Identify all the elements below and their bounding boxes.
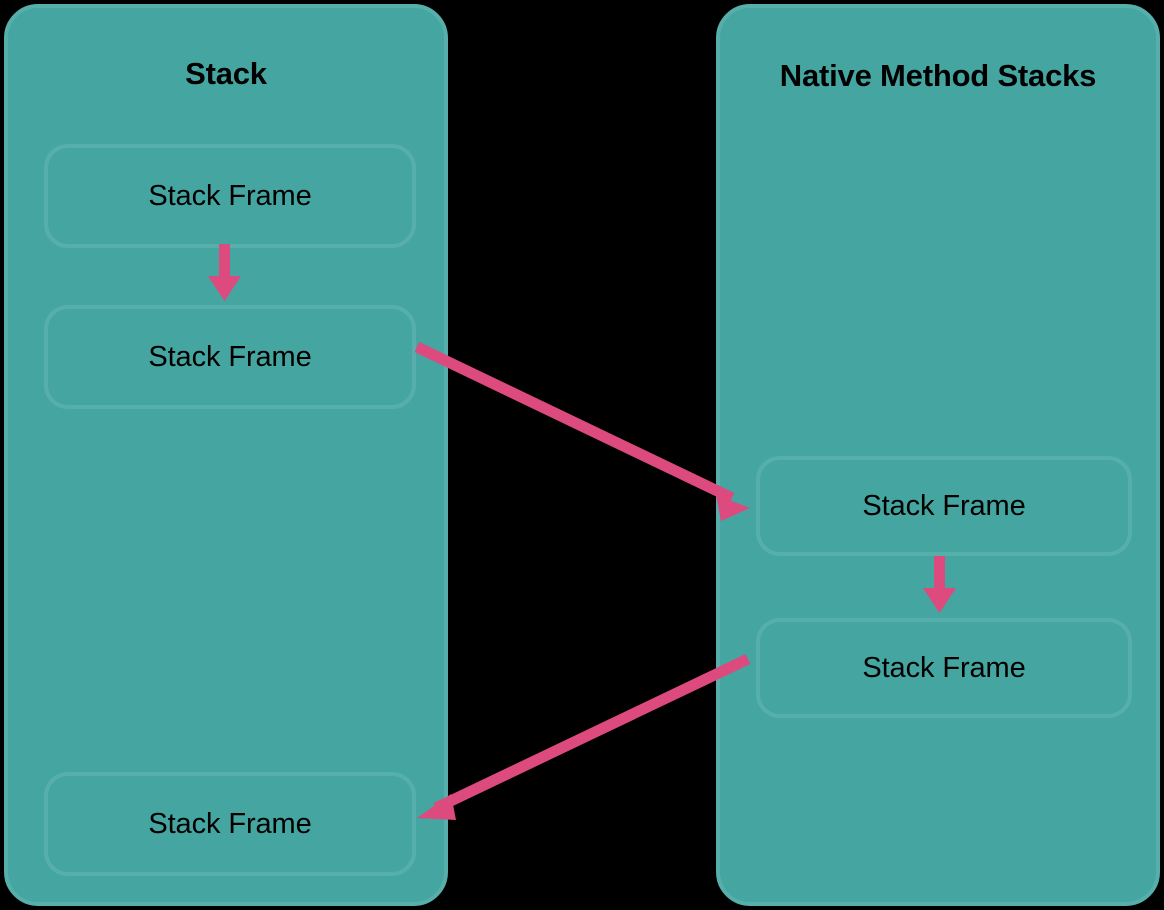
panel-stack-title: Stack [185,56,267,91]
panel-stack: Stack Stack Frame Stack Frame Stack Fram… [4,4,448,906]
stack-frame-3-label: Stack Frame [148,807,312,840]
arrow-native-frame-2-to-stack-frame-3 [417,654,751,820]
panel-native-method-stacks-title: Native Method Stacks [779,58,1097,93]
stack-frame-3[interactable]: Stack Frame [44,772,416,876]
stack-frame-1-label: Stack Frame [148,179,312,212]
stack-frame-2-label: Stack Frame [148,340,312,373]
native-stack-frame-1-label: Stack Frame [862,489,1026,522]
arrow-stack-frame-2-to-native-frame-1 [414,342,750,521]
native-stack-frame-2[interactable]: Stack Frame [756,618,1132,718]
native-stack-frame-2-label: Stack Frame [862,651,1026,684]
stack-frame-1[interactable]: Stack Frame [44,144,416,248]
native-stack-frame-1[interactable]: Stack Frame [756,456,1132,556]
stack-frame-2[interactable]: Stack Frame [44,305,416,409]
panel-native-method-stacks: Native Method Stacks Stack Frame Stack F… [716,4,1160,906]
